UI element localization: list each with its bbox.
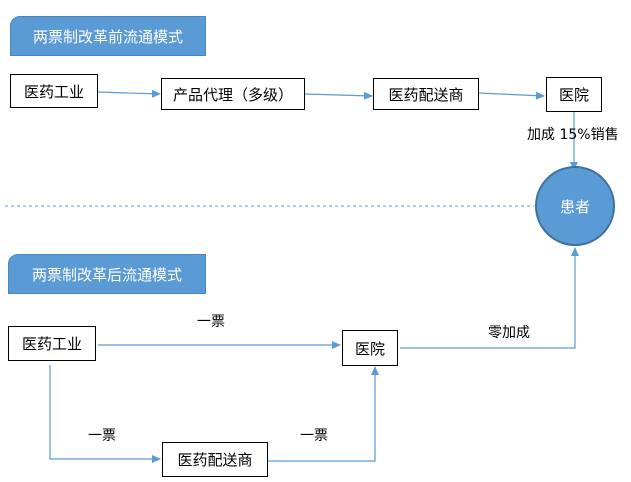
label-industry-to-distributor: 一票 xyxy=(88,428,116,444)
before-agent-box: 产品代理（多级） xyxy=(161,78,305,110)
arrow-industry-to-distributor-after xyxy=(49,365,161,463)
before-distributor-box: 医药配送商 xyxy=(373,78,479,110)
after-section-title: 两票制改革后流通模式 xyxy=(8,254,206,294)
before-industry-box: 医药工业 xyxy=(10,74,98,108)
before-section-title: 两票制改革前流通模式 xyxy=(10,16,206,56)
label-zero-markup: 零加成 xyxy=(488,325,530,341)
arrow-agent-to-distributor xyxy=(304,91,373,100)
after-distributor-box: 医药配送商 xyxy=(162,442,268,477)
patient-node: 患者 xyxy=(535,166,615,246)
arrow-hospital-to-patient-after xyxy=(400,247,579,349)
arrow-distributor-to-hospital-after xyxy=(268,366,379,462)
before-hospital-box: 医院 xyxy=(546,77,602,112)
after-hospital-box: 医院 xyxy=(342,330,398,366)
after-industry-box: 医药工业 xyxy=(8,326,96,361)
label-industry-to-hospital: 一票 xyxy=(197,314,225,330)
label-distributor-to-hospital: 一票 xyxy=(300,428,328,444)
markup-label: 加成 15%销售 xyxy=(527,127,619,143)
arrow-distributor-to-hospital xyxy=(477,91,545,100)
arrow-industry-to-agent xyxy=(97,89,161,98)
